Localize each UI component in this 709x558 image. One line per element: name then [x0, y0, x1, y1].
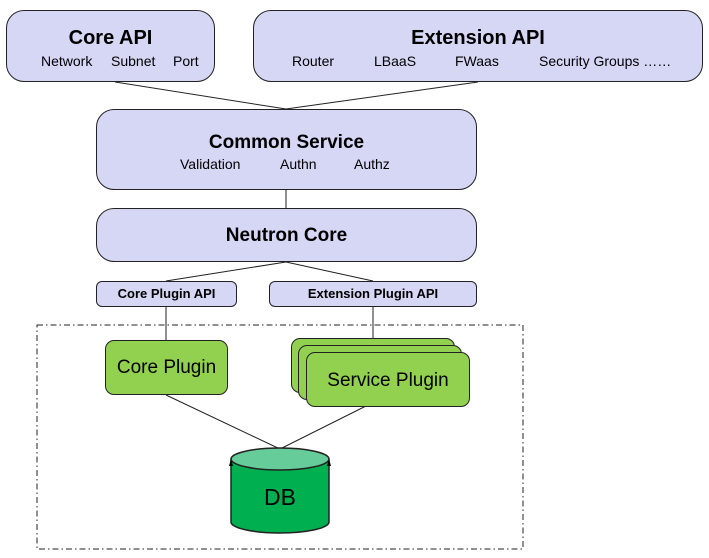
- core-plugin-api-box: Core Plugin API: [96, 281, 237, 307]
- core-plugin-to-db-line: [165, 394, 281, 450]
- core-api-to-common-line: [114, 81, 287, 110]
- neutron-to-ext-plugin-api-line: [285, 261, 374, 282]
- core-api-item-network: Network: [41, 53, 93, 69]
- service-plugin-label: Service Plugin: [327, 370, 449, 391]
- common-service-item-authn: Authn: [280, 156, 317, 172]
- core-api-box: Core API Network Subnet Port: [6, 10, 215, 82]
- core-api-title: Core API: [68, 27, 153, 49]
- plugin-region-border: [36, 324, 524, 550]
- core-api-item-subnet: Subnet: [111, 53, 156, 69]
- service-plugin-to-db-line: [279, 402, 373, 450]
- common-service-item-validation: Validation: [180, 156, 241, 172]
- extension-api-box: Extension API Router LBaaS FWaas Securit…: [253, 10, 703, 82]
- service-plugin-box: Service Plugin: [306, 352, 470, 407]
- extension-api-item-lbaas: LBaaS: [374, 53, 417, 69]
- db-label: DB: [264, 484, 296, 510]
- ext-api-to-common-line: [285, 81, 479, 110]
- common-service-box: Common Service Validation Authn Authz: [96, 109, 477, 190]
- extension-api-item-fwaas: FWaas: [455, 53, 499, 69]
- extension-api-item-router: Router: [292, 53, 335, 69]
- core-plugin-label: Core Plugin: [116, 357, 217, 378]
- neutron-core-box: Neutron Core: [96, 208, 477, 262]
- db-cylinder: [229, 447, 331, 534]
- extension-plugin-api-box: Extension Plugin API: [269, 281, 477, 307]
- neutron-core-title: Neutron Core: [225, 225, 348, 246]
- extension-api-item-security-groups: Security Groups ……: [539, 53, 672, 69]
- core-plugin-box: Core Plugin: [105, 340, 228, 395]
- extension-api-title: Extension API: [411, 27, 545, 49]
- neutron-to-core-plugin-api-line: [165, 261, 287, 282]
- common-service-title: Common Service: [208, 132, 365, 153]
- core-api-item-port: Port: [173, 53, 199, 69]
- common-service-item-authz: Authz: [354, 156, 390, 172]
